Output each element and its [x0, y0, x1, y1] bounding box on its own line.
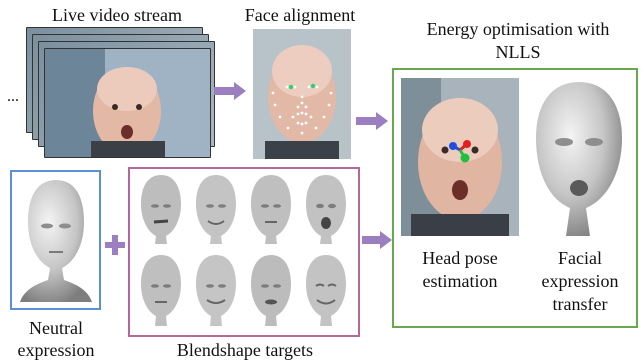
- head-pose-photo: [401, 78, 519, 236]
- facial-line1: Facial: [558, 248, 602, 268]
- blendshape-box: [128, 167, 360, 337]
- energy-title-line2: NLLS: [495, 42, 541, 62]
- face-alignment-label: Face alignment: [244, 5, 356, 25]
- facial-line2: expression: [541, 271, 619, 291]
- head-pose-line1: Head pose: [422, 248, 498, 268]
- video-frame-front: [44, 48, 211, 158]
- blendshape-grid: [134, 172, 356, 332]
- video-face-photo: [45, 49, 210, 157]
- live-video-label: Live video stream: [52, 5, 182, 25]
- arrow-alignment-to-nlls: [356, 112, 388, 130]
- head-pose-line2: estimation: [422, 271, 498, 291]
- ellipsis-label: ...: [7, 88, 19, 105]
- nlls-box: [392, 68, 638, 328]
- neutral-mesh: [20, 180, 92, 302]
- face-alignment-photo: [253, 29, 351, 159]
- blendshape-mesh-2: [196, 175, 236, 244]
- facial-line3: transfer: [552, 294, 608, 314]
- arrow-blendshape-to-nlls: [362, 231, 392, 249]
- plus-icon: [105, 235, 125, 255]
- neutral-line1: Neutral: [29, 318, 83, 338]
- neutral-box: [10, 170, 101, 310]
- blendshape-mesh-6: [196, 255, 236, 326]
- blendshape-label: Blendshape targets: [176, 340, 314, 360]
- blendshape-mesh-4: [306, 175, 346, 244]
- blendshape-mesh-7: [251, 255, 291, 326]
- neutral-line2: expression: [17, 340, 95, 360]
- expression-transfer-mesh: [536, 82, 622, 236]
- blendshape-mesh-8: [306, 255, 346, 326]
- arrow-video-to-alignment: [214, 82, 246, 100]
- energy-title-line1: Energy optimisation with: [426, 19, 610, 39]
- blendshape-mesh-1: [141, 175, 181, 244]
- blendshape-mesh-3: [251, 175, 291, 244]
- blendshape-mesh-5: [141, 255, 181, 326]
